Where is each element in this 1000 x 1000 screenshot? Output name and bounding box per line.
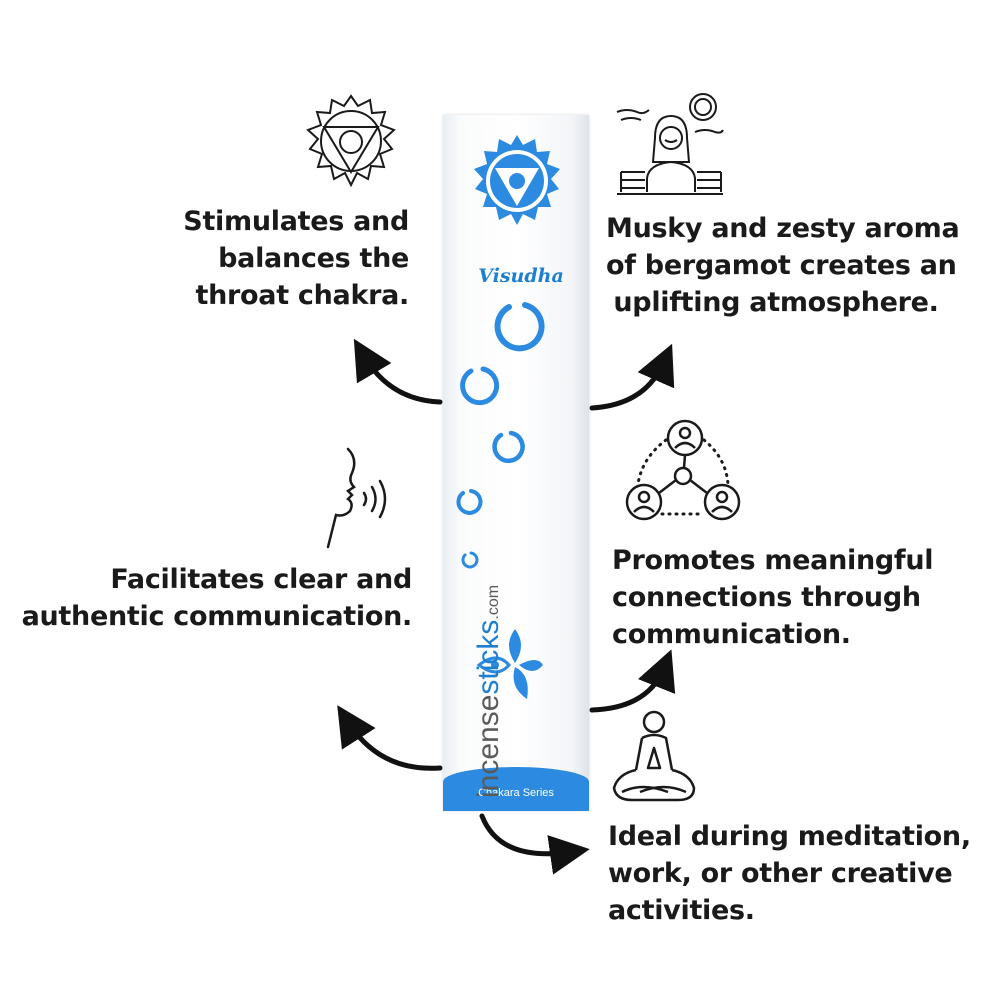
- feature-aroma: Musky and zesty aroma of bergamot create…: [606, 210, 960, 321]
- arrow-to-meditation: [479, 813, 590, 875]
- feature-line: Facilitates clear and: [110, 564, 412, 595]
- feature-line: throat chakra.: [195, 280, 409, 311]
- feature-line: communication.: [612, 619, 851, 650]
- feature-line: uplifting atmosphere.: [613, 287, 939, 318]
- feature-throat-chakra: Stimulates and balances the throat chakr…: [183, 203, 409, 314]
- speaking-head-icon: [318, 445, 398, 550]
- brand-accent: sticks: [472, 619, 505, 695]
- meditation-icon: [608, 708, 700, 810]
- feature-line: work, or other creative: [608, 858, 953, 889]
- arrow-to-communication: [337, 705, 443, 771]
- feature-connections: Promotes meaningful connections through …: [612, 542, 934, 653]
- series-band: [443, 767, 589, 811]
- feature-line: Musky and zesty aroma: [606, 213, 960, 244]
- feature-line: balances the: [218, 243, 409, 274]
- feature-line: Stimulates and: [183, 206, 409, 237]
- throat-chakra-icon: [300, 92, 402, 194]
- feature-line: activities.: [608, 895, 755, 926]
- product-name: Visudha: [478, 265, 564, 287]
- feature-line: of bergamot creates an: [606, 250, 957, 281]
- feature-line: connections through: [612, 582, 921, 613]
- aroma-woman-icon: [615, 92, 725, 197]
- incense-box: Chakara Series: [443, 115, 589, 811]
- brand-suffix: .com: [485, 584, 502, 620]
- arrow-to-throat: [353, 338, 443, 405]
- feature-meditation: Ideal during meditation, work, or other …: [608, 818, 971, 929]
- series-label: Chakara Series: [478, 787, 554, 799]
- feature-communication: Facilitates clear and authentic communic…: [21, 561, 413, 635]
- brand-wordmark: incensesticks.com: [472, 584, 512, 798]
- feature-line: authentic communication.: [21, 601, 413, 632]
- visudha-chakra-emblem: [474, 135, 560, 225]
- arrow-to-connections: [589, 649, 676, 713]
- people-network-icon: [622, 418, 742, 528]
- feature-line: Promotes meaningful: [612, 545, 934, 576]
- decorative-circles: [456, 302, 545, 569]
- brand-prefix: incense: [472, 694, 505, 798]
- arrow-to-aroma: [589, 343, 675, 411]
- brand-lotus-logo: [476, 629, 543, 699]
- feature-line: Ideal during meditation,: [608, 821, 971, 852]
